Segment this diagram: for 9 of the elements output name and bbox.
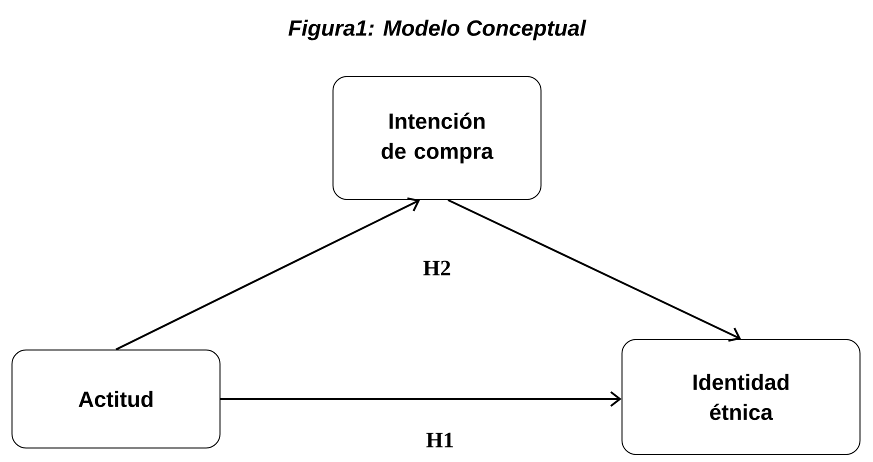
concept-box: Identidad étnica [622,338,860,455]
title: Figura1: Modelo Conceptual [288,20,586,40]
arrow [220,391,622,407]
arrow [116,197,420,350]
edge-label: H1 [424,432,456,448]
concept-box: Intención de compra [332,76,542,200]
concept-box: Actitud [12,349,220,448]
edge-label: H2 [422,260,452,276]
arrow [448,199,741,342]
